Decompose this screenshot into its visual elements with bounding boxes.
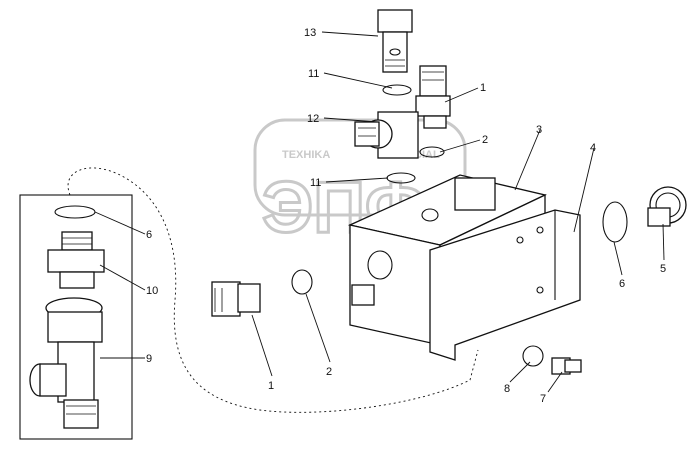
adapter-10 bbox=[47, 231, 105, 289]
o-ring-2-top bbox=[419, 146, 445, 158]
callout-6-left: 6 bbox=[146, 229, 152, 241]
callout-12: 12 bbox=[307, 113, 319, 125]
o-ring-6-right bbox=[602, 201, 628, 243]
callout-2-top: 2 bbox=[482, 134, 488, 146]
callout-2-left: 2 bbox=[326, 366, 332, 378]
callout-7: 7 bbox=[540, 393, 546, 405]
callout-6-right: 6 bbox=[619, 278, 625, 290]
callout-11-top: 11 bbox=[308, 68, 319, 80]
callout-4: 4 bbox=[590, 142, 596, 154]
callout-9: 9 bbox=[146, 353, 152, 365]
callout-13: 13 bbox=[304, 27, 316, 39]
callout-5: 5 bbox=[660, 263, 666, 275]
detail-box bbox=[19, 194, 133, 440]
seal-ring-11-top bbox=[382, 84, 412, 96]
callout-labels: 13 11 1 12 2 3 4 11 6 10 9 1 2 6 5 8 7 bbox=[146, 27, 666, 405]
callout-11-bottom: 11 bbox=[310, 177, 321, 189]
o-ring-6-left bbox=[54, 205, 96, 219]
tee-9 bbox=[29, 297, 103, 429]
banjo-12 bbox=[354, 111, 419, 159]
callout-1-top: 1 bbox=[480, 82, 486, 94]
bolt-7 bbox=[551, 357, 582, 375]
callout-3: 3 bbox=[536, 124, 542, 136]
callout-10: 10 bbox=[146, 285, 158, 297]
leader-lines bbox=[94, 31, 665, 393]
callout-8: 8 bbox=[504, 383, 510, 395]
banjo-bolt-13 bbox=[377, 9, 413, 73]
bracket-4 bbox=[429, 209, 581, 361]
watermark-frame bbox=[253, 118, 467, 217]
fitting-1-left bbox=[211, 281, 261, 317]
plug-5 bbox=[647, 186, 687, 227]
o-ring-2-left bbox=[291, 269, 313, 295]
fitting-1-top bbox=[415, 65, 451, 129]
callout-1-left: 1 bbox=[268, 380, 274, 392]
watermark-top-text: TEXHIKA bbox=[282, 149, 330, 161]
washer-8 bbox=[522, 345, 544, 367]
